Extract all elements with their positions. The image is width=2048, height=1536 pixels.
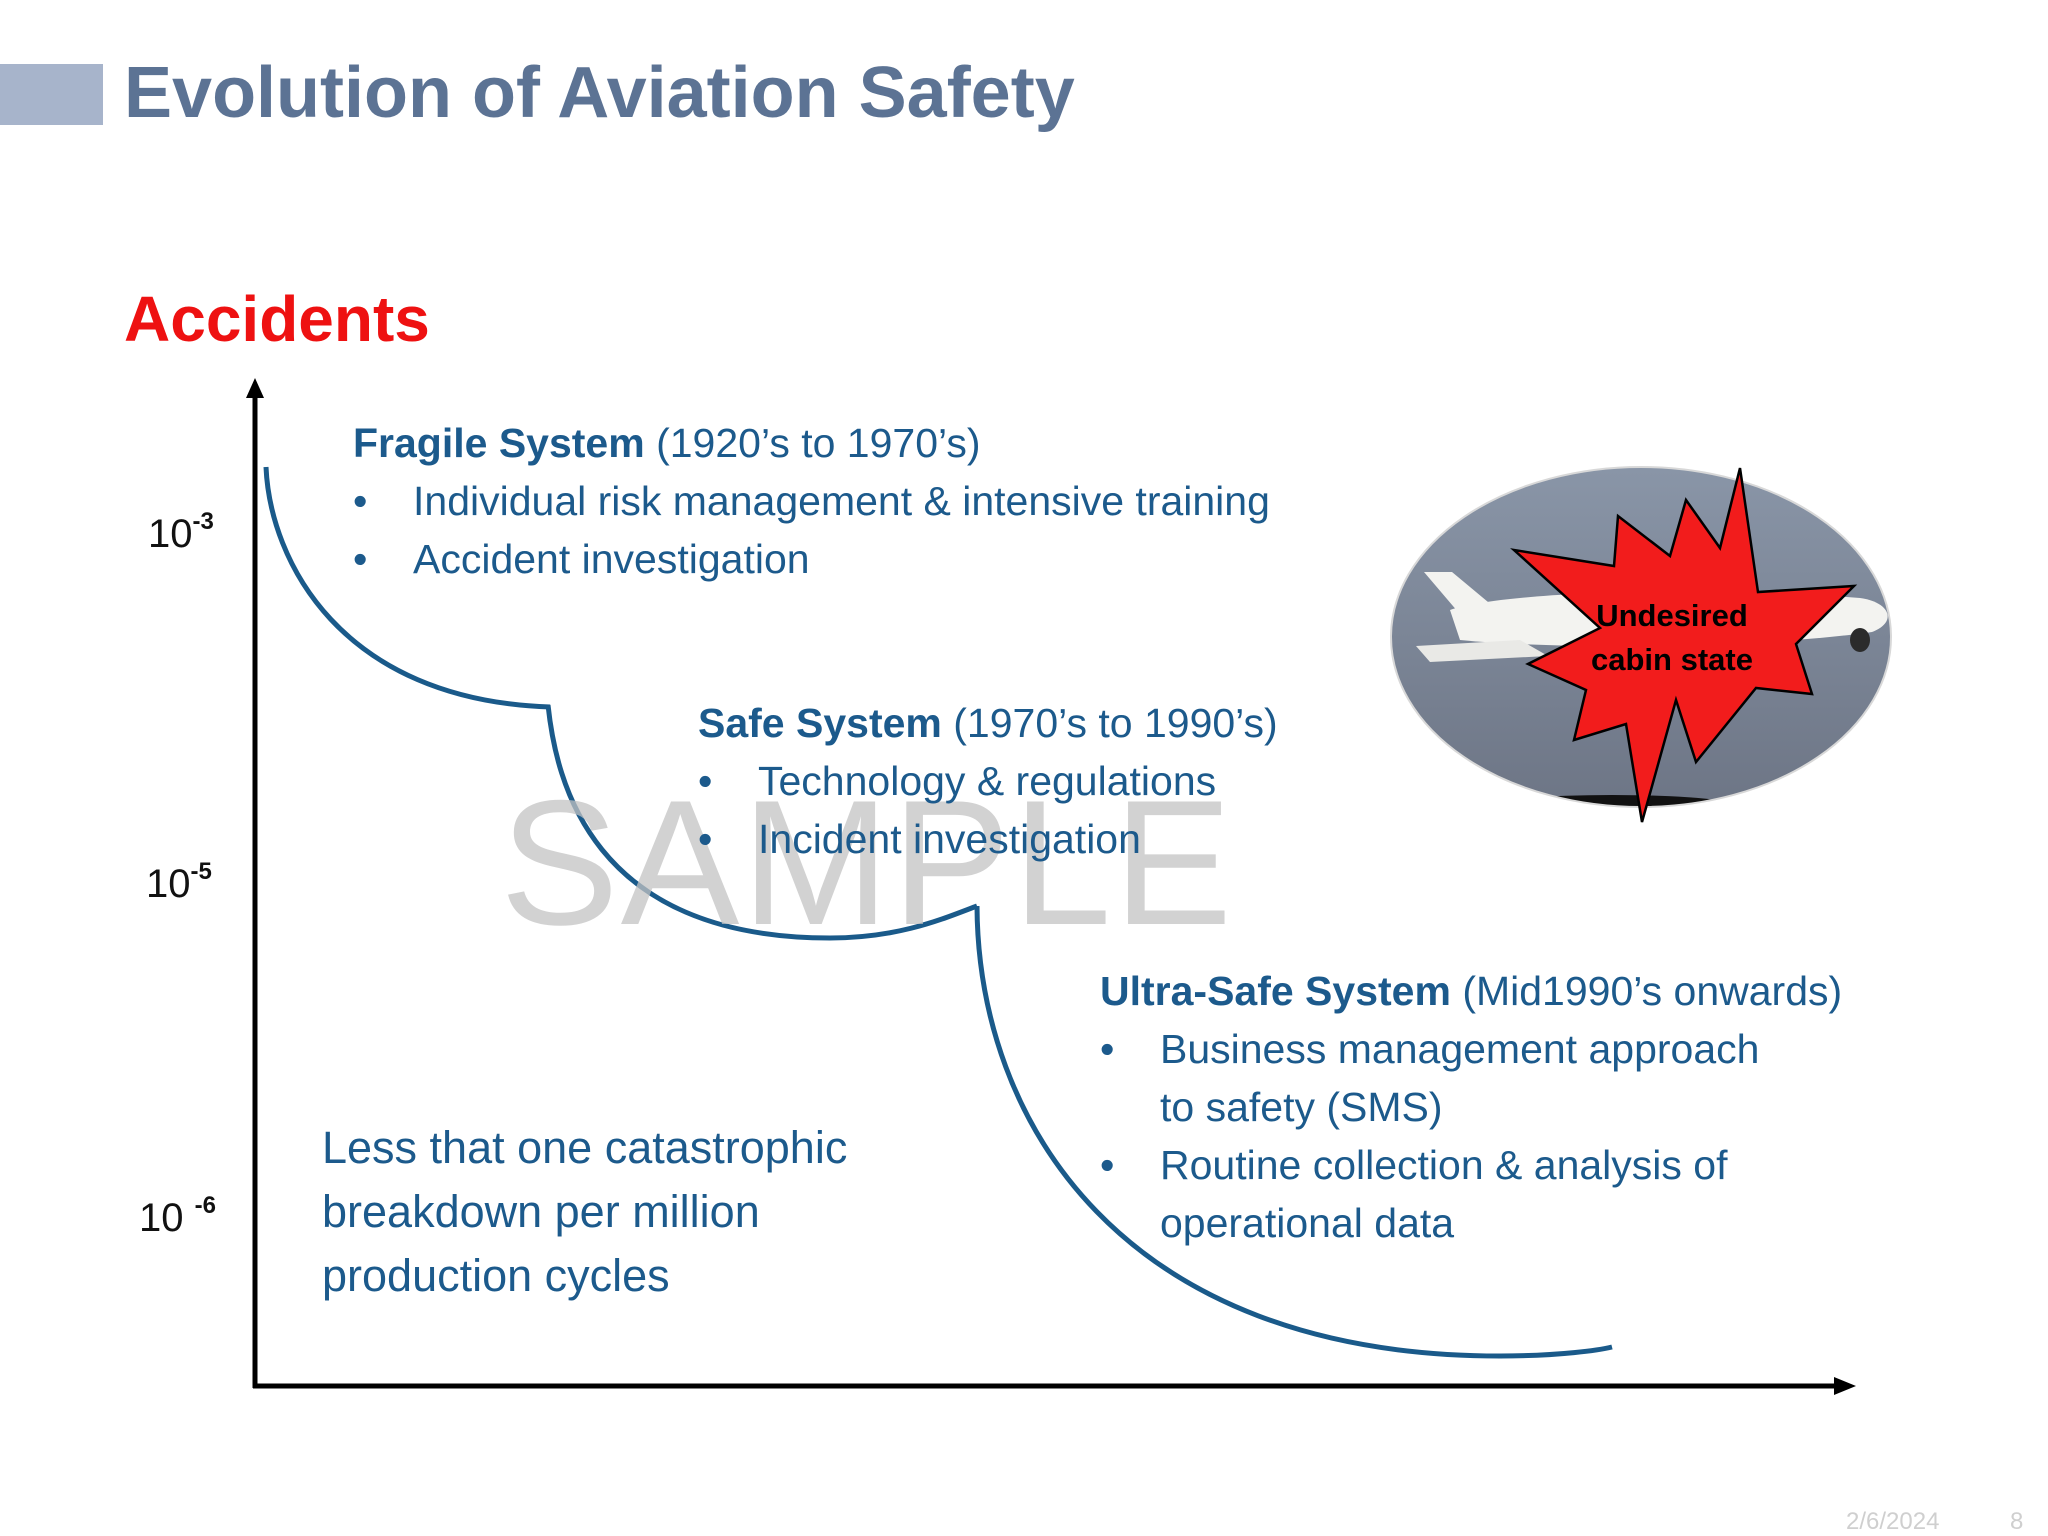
title-accent-bar xyxy=(0,64,103,125)
stage-bullet: •Technology & regulations xyxy=(698,758,1217,804)
catastrophic-breakdown-note: Less that one catastrophic breakdown per… xyxy=(322,1122,848,1301)
safe-curve xyxy=(545,704,978,941)
fragile-curve xyxy=(263,466,551,710)
slide-title: Evolution of Aviation Safety xyxy=(124,53,1075,133)
ultra-safe-curve xyxy=(974,905,1613,1359)
stage-bullet: •Incident investigation xyxy=(698,816,1141,862)
y-tick-1e-5: 10-5 xyxy=(146,858,212,906)
fragile-system-block: Fragile System (1920’s to 1970’s) •Indiv… xyxy=(353,414,1270,588)
stage-bullet: •Individual risk management & intensive … xyxy=(353,478,1270,524)
stage-bullet: •Accident investigation xyxy=(353,536,810,582)
stage-name: Safe System xyxy=(698,700,942,746)
slide-page-number: 8 xyxy=(2010,1508,2024,1535)
safe-system-block: Safe System (1970’s to 1990’s) •Technolo… xyxy=(698,694,1278,868)
stage-period: (1970’s to 1990’s) xyxy=(953,700,1278,746)
callout-line-1: Undesired xyxy=(1596,598,1748,633)
ultra-safe-system-block: Ultra-Safe System (Mid1990’s onwards) •B… xyxy=(1100,962,1920,1252)
stage-name: Fragile System xyxy=(353,420,645,466)
stage-name: Ultra-Safe System xyxy=(1100,968,1451,1014)
stage-period: (1920’s to 1970’s) xyxy=(656,420,981,466)
slide-date: 2/6/2024 xyxy=(1846,1508,1940,1535)
x-axis-arrowhead xyxy=(1834,1377,1856,1395)
callout-line-2: cabin state xyxy=(1591,642,1753,677)
stage-bullet: •Routine collection & analysis of operat… xyxy=(1100,1142,1728,1246)
y-tick-1e-6: 10 -6 xyxy=(139,1192,216,1240)
y-tick-1e-3: 10-3 xyxy=(148,508,214,556)
sample-watermark: SAMPLE xyxy=(500,763,1235,962)
stage-period: (Mid1990’s onwards) xyxy=(1462,968,1843,1014)
starburst-callout xyxy=(1510,467,1858,823)
y-axis-arrowhead xyxy=(246,378,264,398)
y-axis-label: Accidents xyxy=(124,283,430,355)
stage-bullet: •Business management approach to safety … xyxy=(1100,1026,1760,1130)
